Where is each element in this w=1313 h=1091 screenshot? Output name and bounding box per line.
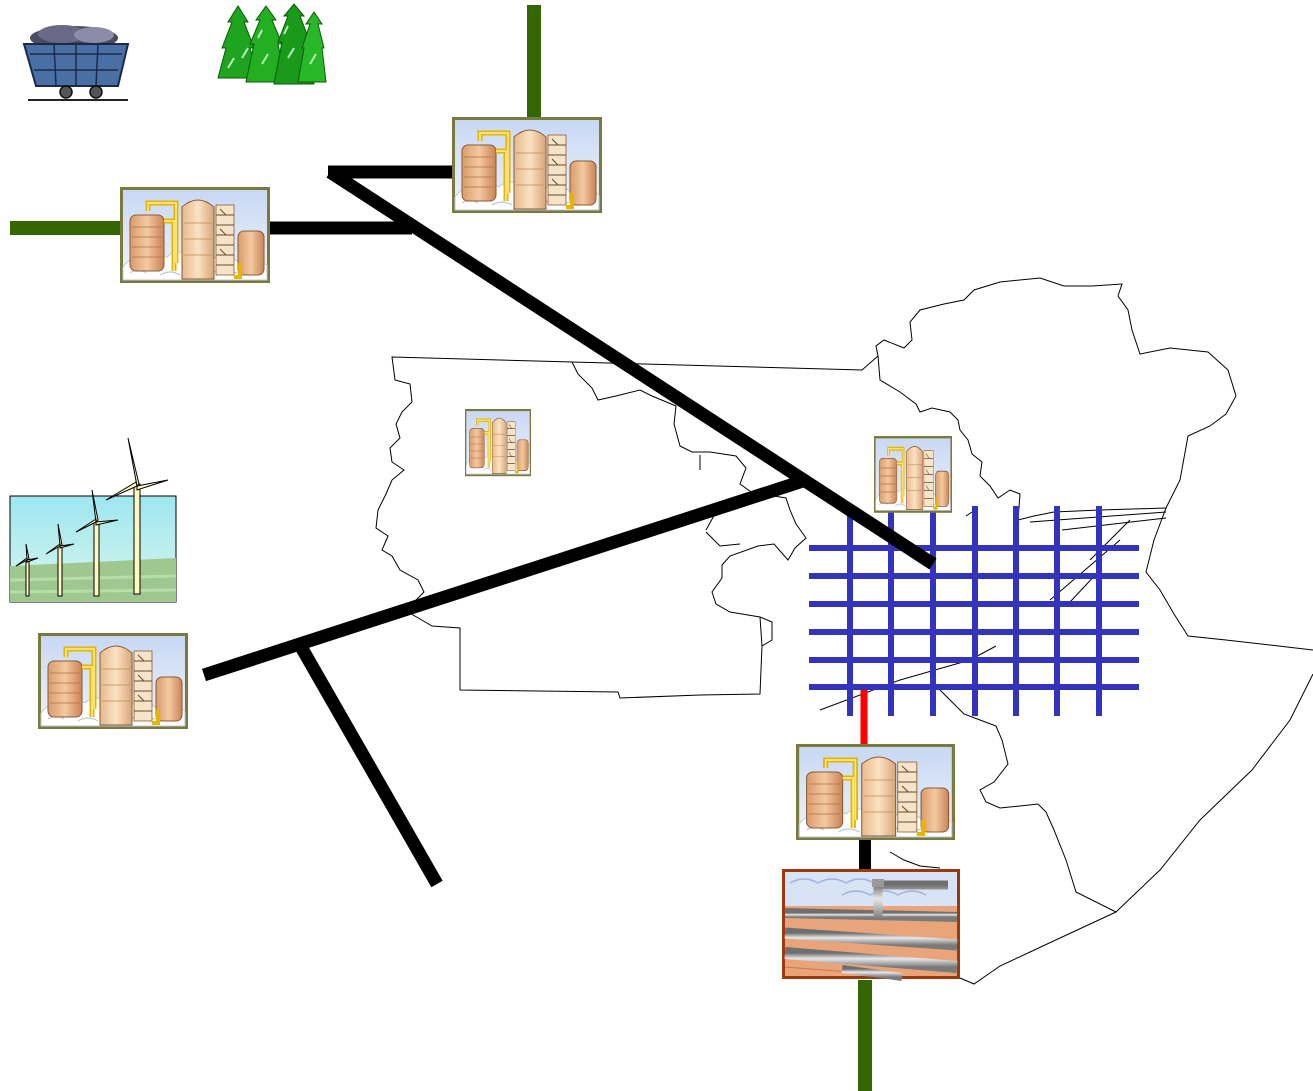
power-plant-icon — [452, 117, 602, 213]
fuel-feeds — [10, 5, 872, 1091]
transmission-line — [201, 474, 806, 682]
coal-cart-icon — [22, 25, 130, 101]
power-plant-icon — [874, 436, 952, 513]
region-boundaries — [375, 277, 1313, 985]
power-plant-icon — [463, 407, 533, 478]
transmission-lines — [201, 165, 937, 888]
city-grid — [809, 506, 1139, 716]
pipeline-icon — [782, 869, 960, 979]
transmission-line — [326, 166, 937, 570]
wind-farm-icon — [9, 437, 177, 603]
transmission-line — [294, 641, 443, 888]
region-center-border — [877, 355, 1167, 521]
region-north-border — [571, 277, 1313, 651]
power-plant-icon — [38, 633, 188, 729]
forest-icon — [217, 3, 327, 85]
power-plant-icon — [120, 187, 270, 283]
region-east-outline — [939, 673, 1313, 913]
region-south-border — [889, 851, 1117, 985]
power-plant-icon — [796, 744, 955, 840]
region-west-outline — [375, 356, 807, 699]
